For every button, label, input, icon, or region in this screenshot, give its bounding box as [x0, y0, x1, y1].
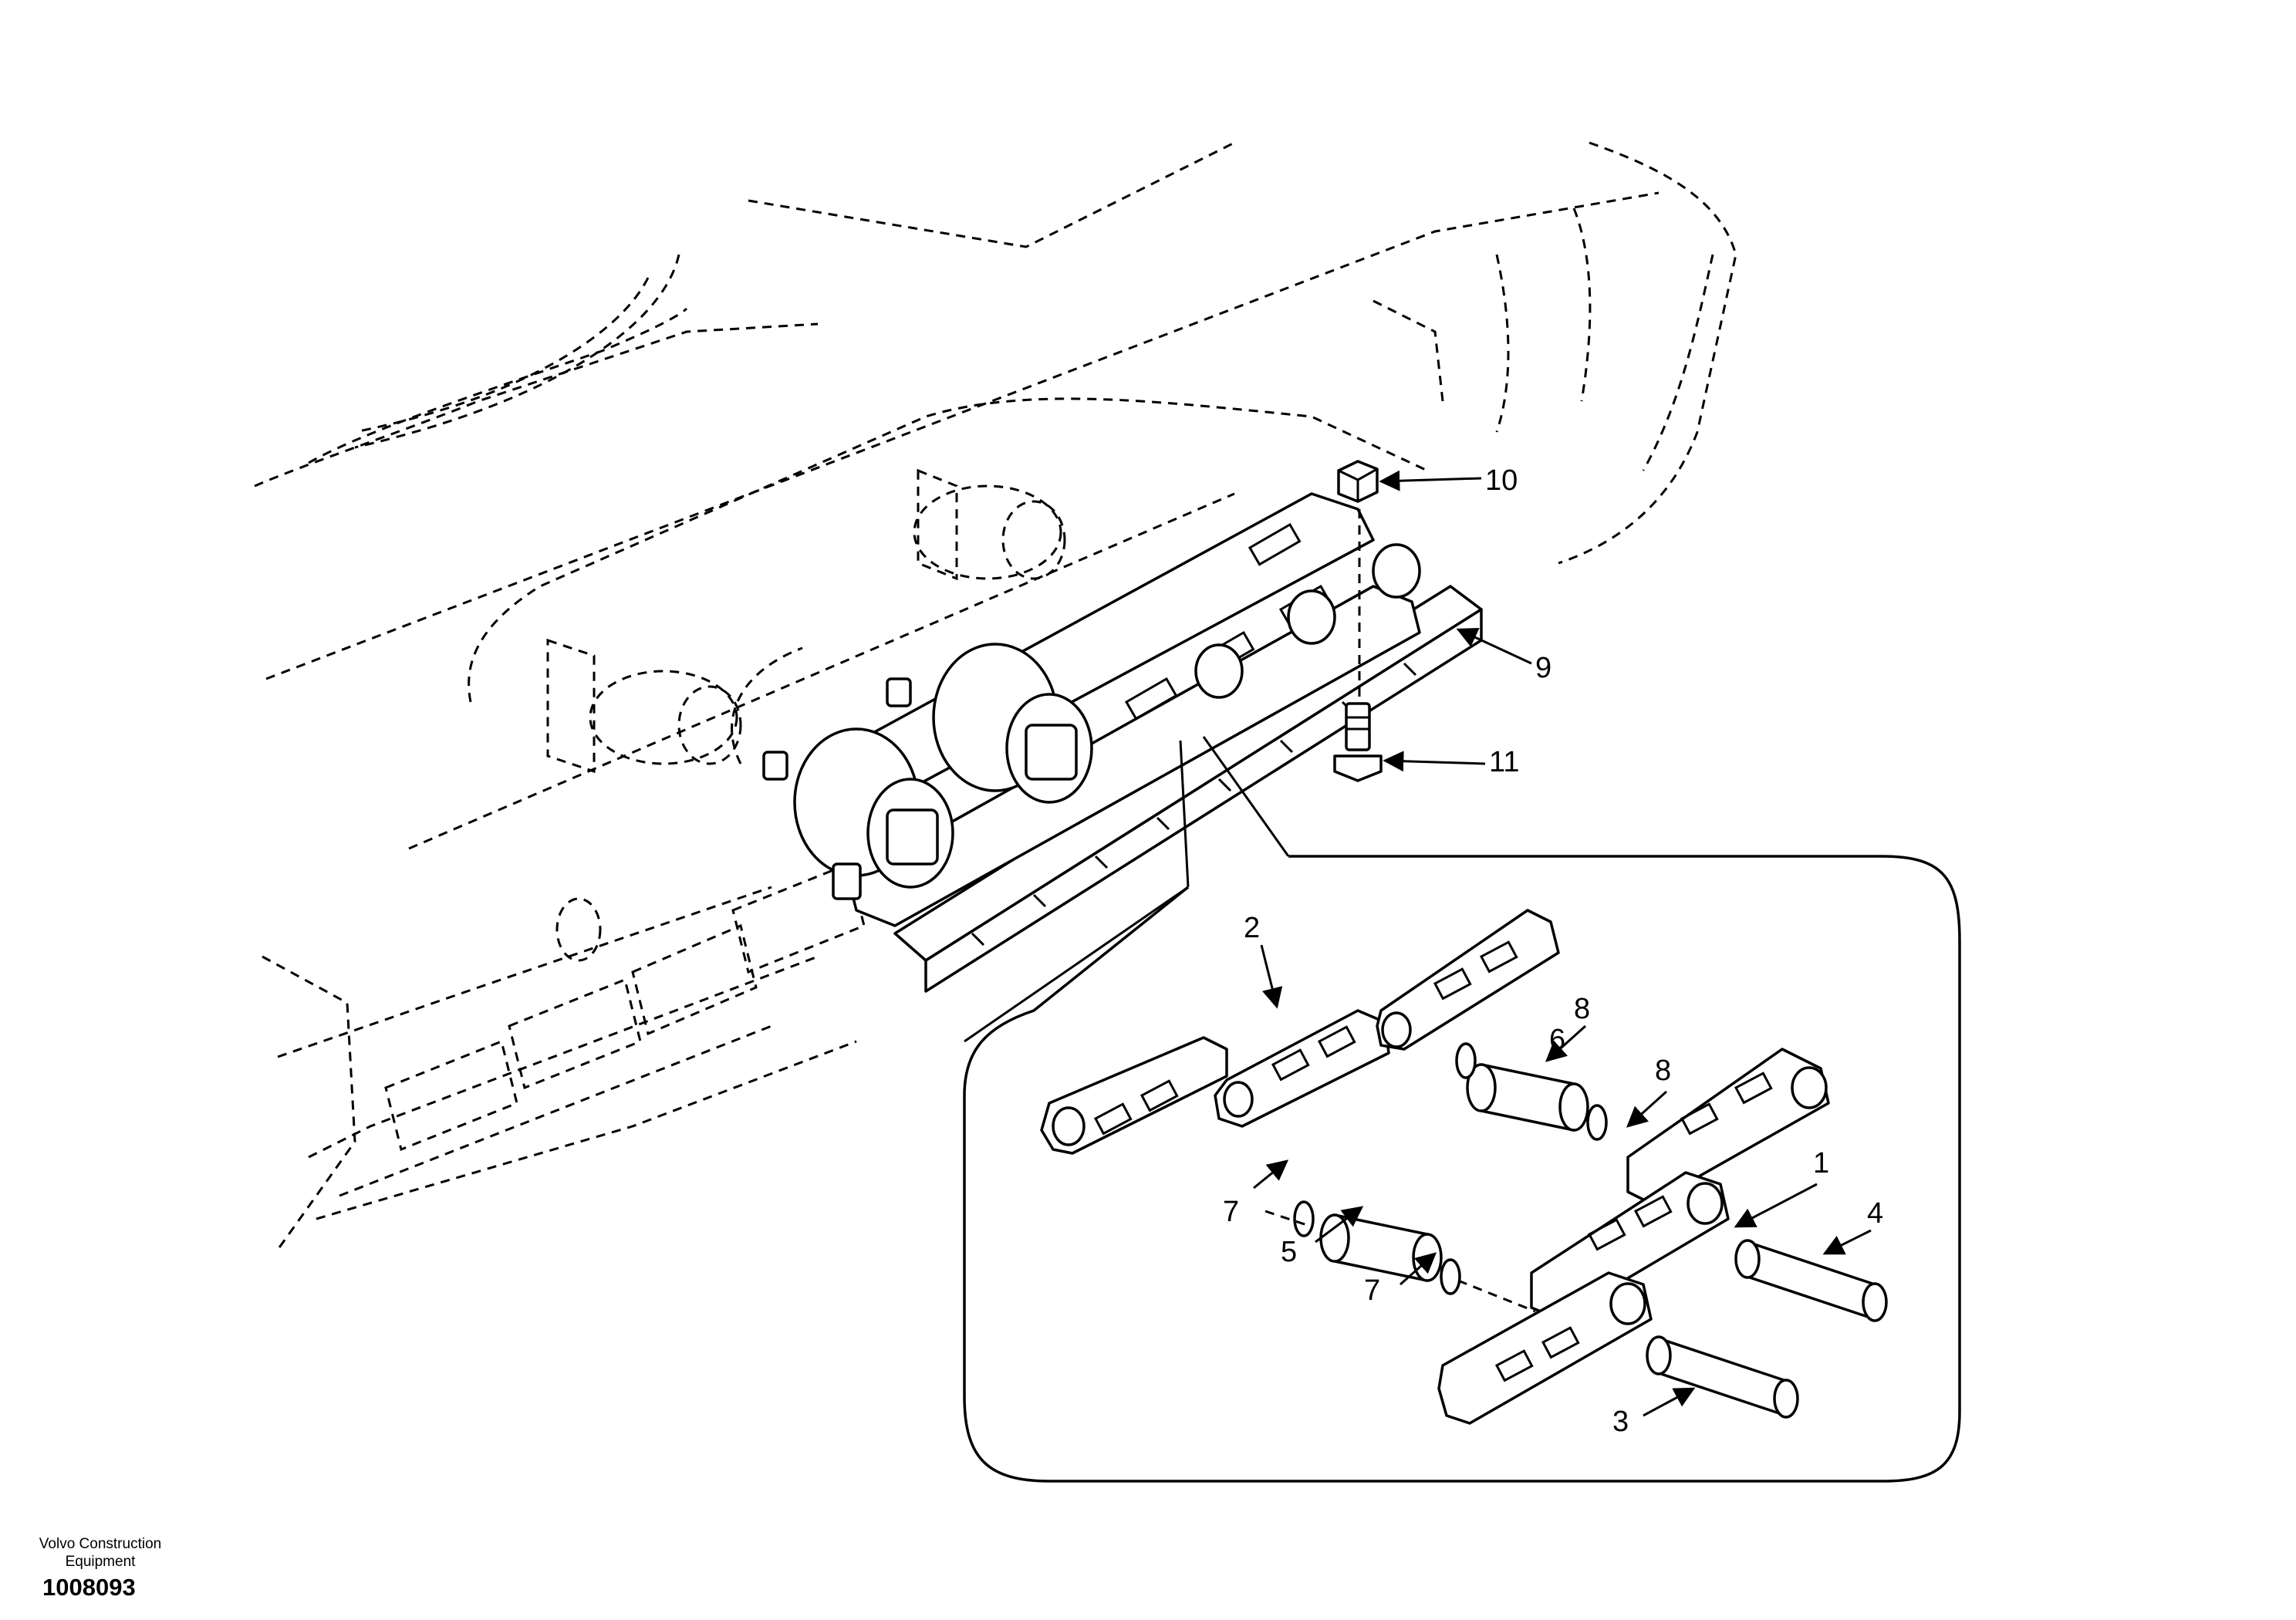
- track-roller: [932, 643, 1093, 804]
- callout-10: 10: [1485, 464, 1518, 497]
- callout-7-right: 7: [1364, 1274, 1380, 1307]
- company-line-1: Volvo Construction: [39, 1536, 162, 1552]
- bolt-part: [1333, 702, 1383, 782]
- detail-inset-frame: [963, 855, 1961, 1483]
- company-line-2: Equipment: [65, 1554, 136, 1570]
- callout-2: 2: [1244, 912, 1260, 944]
- excavator-undercarriage-outline: [254, 141, 1737, 1250]
- callout-5: 5: [1281, 1236, 1297, 1268]
- callout-8-lower: 8: [1655, 1055, 1671, 1087]
- inset-parts: [1040, 909, 1888, 1425]
- track-roller: [793, 727, 954, 889]
- callout-leaders: [1253, 470, 1872, 1417]
- callout-numbers: 10 9 11 2 8 6 8 1 4 7 5 7 3: [1223, 464, 1883, 1438]
- detail-leader-line-2: [1202, 736, 1290, 857]
- nut-part: [1337, 460, 1379, 503]
- callout-3: 3: [1612, 1406, 1629, 1438]
- callout-1: 1: [1813, 1147, 1829, 1180]
- callout-8-upper: 8: [1574, 993, 1590, 1025]
- callout-11: 11: [1489, 746, 1519, 778]
- company-name: Volvo Construction Equipment: [15, 1535, 185, 1571]
- callout-4: 4: [1867, 1197, 1883, 1230]
- lower-track-dashed: [339, 862, 866, 1197]
- drawing-number: 1008093: [42, 1574, 136, 1601]
- callout-6: 6: [1549, 1024, 1565, 1056]
- callout-7-left: 7: [1223, 1196, 1239, 1228]
- callout-9: 9: [1535, 652, 1551, 684]
- track-chain-assembly: [762, 492, 1483, 993]
